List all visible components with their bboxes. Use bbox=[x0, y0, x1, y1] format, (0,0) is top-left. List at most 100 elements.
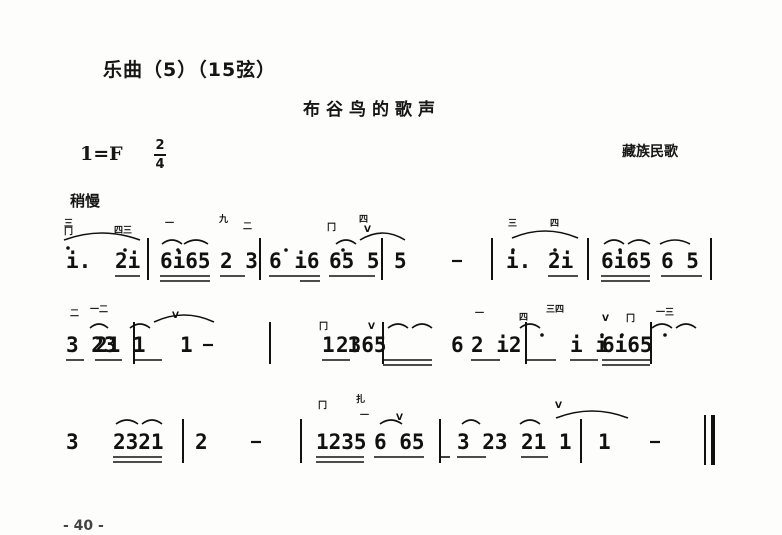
note-group: i. bbox=[66, 249, 91, 273]
note-group: 2i bbox=[115, 249, 140, 273]
bowing-marking: V bbox=[602, 314, 609, 324]
piece-header: 乐曲（5）（15弦） bbox=[103, 59, 277, 81]
slur bbox=[627, 239, 651, 245]
note-group: 3 23 bbox=[66, 333, 117, 357]
note-group: 21 1 bbox=[521, 430, 572, 454]
slur bbox=[63, 232, 141, 241]
song-title: 布谷鸟的歌声 bbox=[303, 100, 441, 120]
octave-dot bbox=[341, 248, 345, 252]
note-group: 2365 bbox=[336, 333, 387, 357]
slur bbox=[335, 239, 357, 245]
bowing-marking: 冂 bbox=[64, 226, 73, 237]
note-group: 3 23 bbox=[457, 430, 508, 454]
note-group: 6i65 bbox=[601, 249, 652, 273]
octave-dot bbox=[176, 248, 180, 252]
note-group: 1235 bbox=[316, 430, 367, 454]
slur bbox=[359, 232, 406, 241]
page-number: - 40 - bbox=[63, 518, 104, 534]
bowing-marking: 三 bbox=[64, 218, 73, 229]
note-group: 2321 bbox=[113, 430, 164, 454]
octave-dot bbox=[123, 248, 127, 252]
bowing-marking: 冂 bbox=[318, 400, 327, 411]
bowing-marking: 一二 bbox=[90, 305, 108, 315]
note-group: 2i bbox=[548, 249, 573, 273]
note-group: 2 3 bbox=[220, 249, 258, 273]
bowing-marking: 四 bbox=[550, 218, 559, 229]
slur bbox=[519, 419, 541, 425]
note-group: 21 1 bbox=[95, 333, 146, 357]
note-group: 2 bbox=[195, 430, 208, 454]
slur bbox=[183, 239, 209, 245]
octave-dot bbox=[663, 333, 667, 337]
bowing-marking: 冂 bbox=[319, 321, 328, 332]
time-denominator: 4 bbox=[155, 157, 165, 172]
slur bbox=[153, 314, 215, 323]
bowing-marking: 三 bbox=[508, 218, 517, 229]
slur bbox=[675, 323, 697, 329]
bowing-marking: V bbox=[364, 225, 371, 235]
slur bbox=[461, 419, 481, 425]
slur bbox=[411, 323, 433, 329]
note-group: i i bbox=[570, 333, 608, 357]
note-group: 6i65 bbox=[160, 249, 211, 273]
note-group: 3 bbox=[66, 430, 79, 454]
note-group: 6 bbox=[451, 333, 464, 357]
bowing-marking: 三四 bbox=[546, 304, 564, 315]
octave-dot bbox=[620, 333, 624, 337]
octave-dot bbox=[618, 248, 622, 252]
bowing-marking: 一 bbox=[475, 309, 484, 319]
slur bbox=[519, 323, 541, 329]
note-group: 6 65 bbox=[374, 430, 425, 454]
slur bbox=[89, 323, 109, 329]
bowing-marking: 冂 bbox=[327, 222, 336, 233]
bowing-marking: 二 bbox=[243, 222, 252, 232]
bowing-marking: 扎 bbox=[356, 393, 365, 405]
slur bbox=[129, 323, 151, 329]
note-group: 1 bbox=[598, 430, 611, 454]
slur bbox=[603, 239, 625, 245]
octave-dot bbox=[284, 248, 288, 252]
slur bbox=[141, 419, 163, 425]
slur bbox=[555, 410, 629, 419]
note-group: i. bbox=[506, 249, 531, 273]
bowing-marking: V bbox=[368, 322, 375, 332]
bowing-marking: 四 bbox=[359, 214, 368, 225]
octave-dot bbox=[600, 333, 604, 337]
note-group: 1 1 bbox=[322, 333, 360, 357]
slur bbox=[659, 239, 691, 245]
slur bbox=[379, 419, 403, 425]
bowing-marking: 九 bbox=[218, 213, 228, 225]
bowing-marking: 一 bbox=[360, 411, 369, 421]
note-group: 2 i2 bbox=[471, 333, 522, 357]
bowing-marking: 四三 bbox=[114, 225, 132, 236]
note-group: 65 5 bbox=[329, 249, 380, 273]
time-numerator: 2 bbox=[155, 138, 165, 153]
note-group: 6i65 bbox=[602, 333, 653, 357]
underlines-layer bbox=[66, 275, 702, 463]
slur bbox=[115, 419, 139, 425]
slur bbox=[387, 323, 409, 329]
bowing-marking: 一 bbox=[165, 219, 174, 229]
note-group: 1 bbox=[180, 333, 193, 357]
time-signature: 2 4 bbox=[154, 138, 166, 172]
octave-dot bbox=[540, 333, 544, 337]
slur bbox=[511, 230, 579, 239]
octave-dot bbox=[553, 248, 557, 252]
bowing-marking: 四 bbox=[519, 312, 528, 323]
bowing-marking: V bbox=[555, 401, 562, 411]
slurs-layer bbox=[63, 230, 697, 425]
bowing-marking: 冂 bbox=[626, 313, 635, 324]
note-group: 6 i6 bbox=[269, 249, 320, 273]
bowing-marking: 二 bbox=[70, 309, 79, 319]
tempo-marking: 稍慢 bbox=[70, 192, 101, 210]
octave-dot bbox=[511, 248, 515, 252]
bowing-marking: 一三 bbox=[656, 307, 674, 318]
fraction-bar bbox=[154, 154, 166, 156]
bowing-marking: V bbox=[172, 311, 179, 321]
octave-dot bbox=[66, 246, 70, 250]
slur bbox=[651, 323, 673, 329]
attribution: 藏族民歌 bbox=[622, 144, 678, 160]
